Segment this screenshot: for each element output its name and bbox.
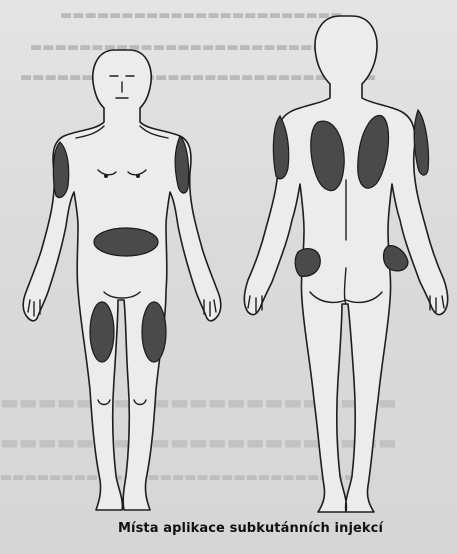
front-left-thigh-zone — [90, 302, 114, 362]
front-body-outline — [23, 50, 221, 510]
back-right-flank-zone — [384, 246, 409, 271]
front-body-figure — [23, 50, 221, 510]
front-abdomen-zone — [94, 228, 158, 256]
front-right-thigh-zone — [142, 302, 166, 362]
back-body-outline — [244, 16, 448, 512]
back-body-figure — [244, 16, 448, 512]
back-right-arm-zone — [414, 110, 428, 175]
figure-caption: Místa aplikace subkutánních injekcí — [118, 521, 383, 536]
